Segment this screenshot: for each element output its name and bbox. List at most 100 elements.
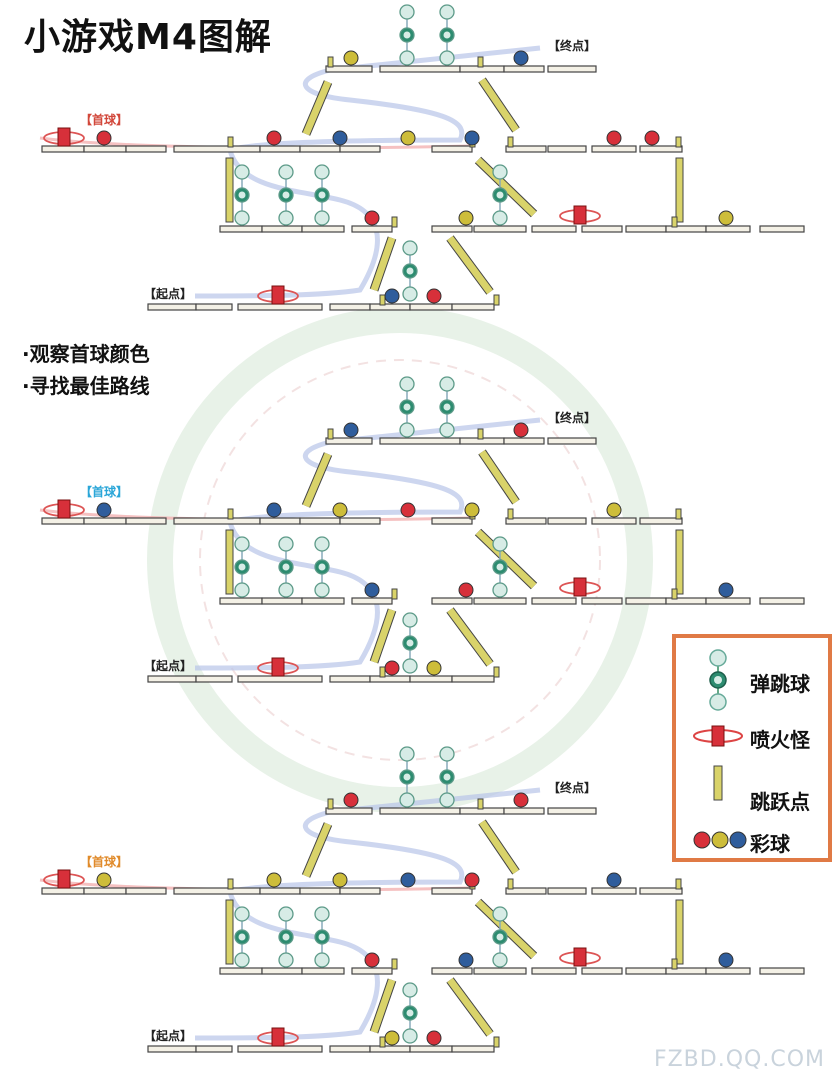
platform	[591, 145, 637, 153]
bounce-ball	[439, 4, 455, 66]
platform	[41, 887, 85, 895]
platform	[83, 517, 127, 525]
jump-post	[391, 588, 398, 600]
jump-point	[675, 157, 684, 223]
jump-post	[227, 136, 234, 148]
platform	[147, 1045, 197, 1053]
platform	[451, 1045, 495, 1053]
platform	[547, 145, 587, 153]
yellow-ball	[400, 130, 416, 146]
platform	[351, 967, 393, 975]
jump-ramp	[302, 80, 332, 136]
jump-point	[225, 899, 234, 965]
platform	[261, 967, 303, 975]
blue-ball	[364, 582, 380, 598]
platform	[259, 517, 301, 525]
blue-ball	[266, 502, 282, 518]
jump-ramp	[479, 78, 519, 132]
platform	[301, 967, 345, 975]
yellow-ball	[384, 1030, 400, 1046]
end-label: 【终点】	[548, 410, 596, 425]
platform	[339, 887, 381, 895]
platform	[299, 887, 341, 895]
platform	[759, 225, 805, 233]
jump-ramp	[475, 529, 537, 589]
bounce-ball	[402, 240, 418, 302]
bounce-ball	[314, 906, 330, 968]
platform	[299, 145, 341, 153]
bounce-ball	[234, 536, 250, 598]
blue-ball	[464, 130, 480, 146]
fire-monster	[257, 657, 299, 677]
platform	[581, 597, 623, 605]
red-ball	[426, 1030, 442, 1046]
platform	[759, 597, 805, 605]
jump-post	[493, 1036, 500, 1048]
start-label: 【起点】	[144, 658, 192, 673]
bounce-ball	[492, 164, 508, 226]
platform	[237, 303, 323, 311]
jump-post	[379, 1036, 386, 1048]
fire-monster	[43, 869, 85, 889]
platform	[329, 675, 371, 683]
yellow-ball	[426, 660, 442, 676]
platform	[237, 675, 323, 683]
platform	[473, 597, 527, 605]
fire-monster	[43, 499, 85, 519]
fire-monster	[257, 1027, 299, 1047]
yellow-ball	[458, 210, 474, 226]
platform	[125, 517, 167, 525]
bounce-ball	[439, 376, 455, 438]
platform	[503, 437, 545, 445]
jump-point	[675, 899, 684, 965]
bounce-ball-icon	[709, 649, 727, 711]
yellow-ball	[332, 872, 348, 888]
yellow-ball	[718, 210, 734, 226]
jump-ramp	[302, 452, 332, 508]
platform	[531, 967, 577, 975]
platform	[409, 303, 453, 311]
platform	[625, 597, 667, 605]
platform	[339, 517, 381, 525]
platform	[505, 145, 547, 153]
blue-ball	[343, 422, 359, 438]
end-label: 【终点】	[548, 38, 596, 53]
platform	[531, 225, 577, 233]
legend-label-balls: 彩球	[750, 832, 790, 856]
platform	[261, 597, 303, 605]
red-ball	[606, 130, 622, 146]
yellow-ball	[96, 872, 112, 888]
jump-post	[391, 958, 398, 970]
jump-ramp	[475, 157, 537, 217]
bounce-ball	[399, 4, 415, 66]
platform	[431, 225, 473, 233]
platform	[591, 887, 637, 895]
platform	[409, 1045, 453, 1053]
jump-post	[327, 428, 334, 440]
bounce-ball	[314, 536, 330, 598]
platform	[503, 807, 545, 815]
start-label: 【起点】	[144, 286, 192, 301]
bounce-ball	[399, 746, 415, 808]
level-panel-1: 【终点】【首球】【起点】	[39, 4, 805, 311]
red-ball	[464, 872, 480, 888]
platform	[625, 967, 667, 975]
platform	[325, 65, 373, 73]
platform	[299, 517, 341, 525]
yellow-ball	[464, 502, 480, 518]
bounce-ball	[402, 612, 418, 674]
platform	[329, 303, 371, 311]
end-label: 【终点】	[548, 780, 596, 795]
legend-label-bounce: 弹跳球	[750, 672, 810, 696]
watermark-ring-inner	[199, 359, 601, 761]
platform	[219, 967, 263, 975]
jump-ramp	[370, 236, 396, 292]
red-ball	[513, 422, 529, 438]
platform	[173, 145, 261, 153]
fire-monster	[559, 947, 601, 967]
blue-ball	[96, 502, 112, 518]
platform	[259, 145, 301, 153]
platform	[301, 597, 345, 605]
platform	[41, 517, 85, 525]
jump-post	[671, 958, 678, 970]
